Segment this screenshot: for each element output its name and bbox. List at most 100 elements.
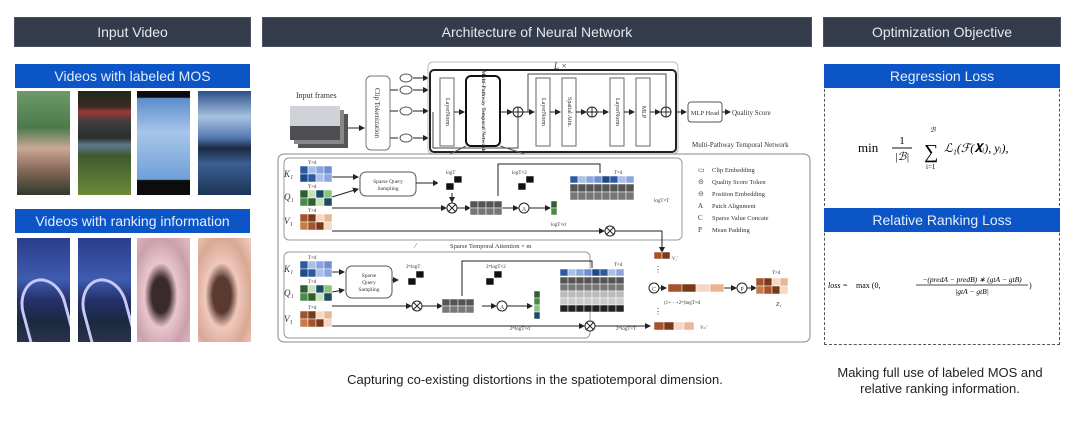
dim-label: 2ᵐlogT×T [616,327,636,332]
pathway-m-contents: K₁ Q₁ V₁ T×d T×d T×d Sparse Query Sampli… [283,256,651,332]
value-tensor-cell [307,221,317,231]
query-gather-cell [477,200,487,209]
legend-symbol: ⊝ [698,178,704,186]
sampled-index-cell [453,182,463,191]
query-gather-cell [457,298,467,307]
legend-symbol: C [698,214,703,222]
key-row-cell [559,268,569,277]
attention-map-cell [591,290,601,299]
key-row-cell [625,175,635,184]
vm-prime-cell [663,321,675,331]
attention-map-cell [617,191,627,201]
subheader-label: Regression Loss [889,68,995,84]
input-video-header: Input Video [14,17,251,47]
video-thumbnail [137,91,190,195]
ranking-numerator: −(predA − predB) ∗ (gtA − gtB) [922,275,1022,284]
vertical-ellipsis: ⋮ [654,307,662,316]
optimization-caption: Making full use of labeled MOS and relat… [837,365,1043,396]
attention-map-cell [567,297,577,306]
query-gather-cell [485,207,495,216]
dim-label: T×d [614,263,623,268]
sparse-query-sampling-block [359,171,417,197]
attention-map-cell [593,183,603,193]
query-gather-cell [469,207,479,216]
dim-label: T×d [308,306,317,311]
offset-cell [517,175,527,184]
attention-map-cell [607,283,617,292]
value-tensor-cell [307,213,317,223]
query-tensor-cell [299,189,309,199]
sampled-index-cell [461,182,471,191]
attention-map-cell [583,304,593,313]
k1-label: K₁ [283,169,293,179]
attention-map-cell [601,191,611,201]
clip-tokenization-block [365,75,391,151]
key-tensor-cell [315,260,325,270]
key-tensor-cell [323,165,333,175]
vm-prime-cell [683,321,695,331]
aligned-query-cell [533,304,541,313]
value-tensor-cell [315,318,325,328]
offset-cell [525,175,535,184]
layernorm-label: LayerNorm [444,98,450,126]
attention-map-cell [607,276,617,285]
layernorm-label: LayerNorm [614,98,620,126]
sparse-query-sampling-label: Sparse Query [373,179,403,185]
z1-cell [763,285,773,295]
legend-label: Patch Alignment [712,203,756,210]
relative-ranking-loss-title: Relative Ranking Loss [824,208,1060,232]
offset-cell [477,270,487,279]
concat-value-cell [695,283,711,293]
sparse-query-sampling-label: Sampling [358,287,379,293]
bridge-arc [78,273,131,342]
query-gather-cell [465,305,475,314]
v1-prime-cell [653,251,663,260]
subheader-label: Relative Ranking Loss [872,212,1012,228]
k1-label: K₁ [283,264,293,274]
dim-label: T×d [614,171,623,176]
header-label: Architecture of Neural Network [441,24,633,40]
z1-cell [771,285,781,295]
attention-map-cell [599,283,609,292]
sampled-index-cell [399,277,409,286]
key-tensor-cell [323,173,333,183]
offset-cell [501,270,511,279]
legend-label: Clip Embedding [712,167,756,174]
dim-label: 2ᵐlogT×d [510,327,530,332]
value-tensor-cell [323,318,333,328]
q1-label: Q₁ [284,192,294,202]
sparse-query-sampling-label: Query [362,280,376,286]
sparse-query-sampling-label: Sparse [362,273,377,279]
mptn-detail-frame [277,153,811,343]
attention-map-cell [567,290,577,299]
close-paren: ) [1029,281,1032,290]
input-frames-label: Input frames [296,91,337,100]
sum-lower: i=1 [926,163,936,171]
transformer-block [429,69,677,153]
key-tensor-cell [299,268,309,278]
attention-map-cell [615,283,625,292]
attention-map-cell [615,276,625,285]
input-frames: Input frames [290,91,348,148]
concat-value-cell [709,283,725,293]
key-tensor-cell [315,165,325,175]
dim-label: logT [446,171,455,176]
key-row-cell [609,175,619,184]
min-operator: min [858,140,879,155]
attention-map-cell [575,276,585,285]
query-tensor-cell [315,197,325,207]
dim-label: logT×d [551,223,566,228]
patch-alignment-symbol: A [522,207,527,213]
query-gather-cell [449,305,459,314]
attention-map-cell [617,183,627,193]
attention-map-cell [599,290,609,299]
video-thumbnail [17,91,70,195]
attention-map-cell [575,297,585,306]
v1-prime-label: V₁' [672,257,679,262]
header-label: Optimization Objective [871,24,1013,40]
query-tensor-cell [299,292,309,302]
regression-formula: min 1 |ℬ| ∑ ℬ i=1 ℒ₁(ℱ(𝐗ᵢ), yᵢ), [858,126,1008,171]
sampled-index-cell [399,270,409,279]
attention-map-cell [607,290,617,299]
query-tensor-cell [307,189,317,199]
